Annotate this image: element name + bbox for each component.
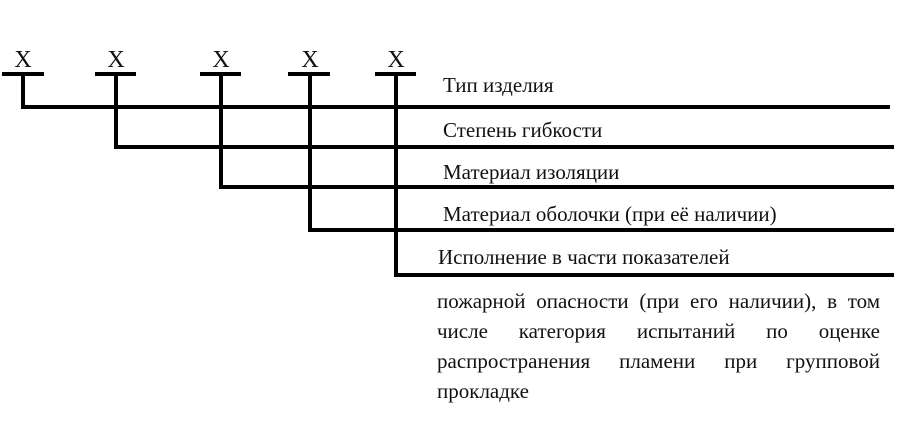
label-fire-safety-version: Исполнение в части показателей [438, 245, 730, 269]
fire-safety-description: пожарной опасности (при его наличии), в … [437, 289, 880, 403]
position-symbol-1: X [14, 47, 32, 73]
label-insulation-material: Материал изоляции [443, 160, 620, 184]
position-symbol-2: X [107, 47, 125, 73]
position-symbol-3: X [212, 47, 230, 73]
position-symbol-4: X [301, 47, 319, 73]
label-product-type: Тип изделия [443, 73, 554, 97]
label-flexibility: Степень гибкости [443, 118, 603, 142]
label-sheath-material: Материал оболочки (при её наличии) [443, 202, 777, 226]
position-symbol-5: X [387, 47, 405, 73]
